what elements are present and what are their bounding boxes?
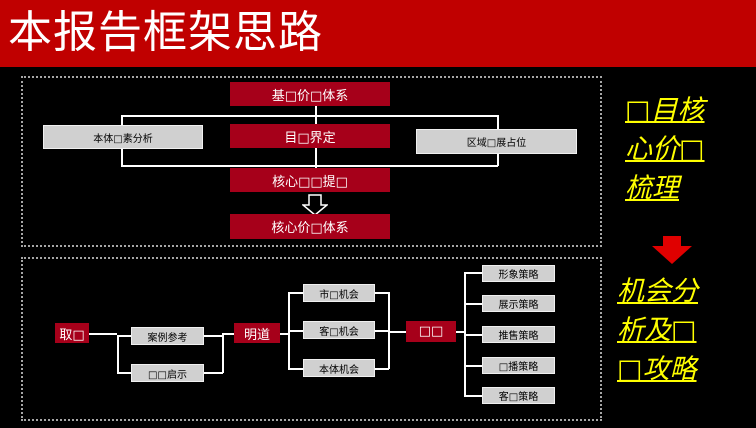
side-label-line: 梳理 bbox=[625, 173, 679, 204]
node-case-reference: 案例参考 bbox=[131, 327, 204, 345]
connector-line bbox=[121, 115, 123, 126]
node-core-extract: 核心□□提□ bbox=[230, 168, 390, 192]
red-down-arrow-icon bbox=[652, 236, 692, 264]
node-inspiration: □□启示 bbox=[131, 364, 204, 382]
connector-line bbox=[288, 292, 303, 294]
strategy-item: 客□策略 bbox=[482, 387, 555, 404]
node-target-definition: 目□界定 bbox=[230, 124, 390, 148]
connector-line bbox=[121, 149, 123, 166]
connector-line bbox=[464, 334, 482, 336]
top-panel bbox=[21, 76, 602, 247]
connector-line bbox=[117, 372, 131, 374]
connector-line bbox=[374, 292, 389, 294]
connector-line bbox=[121, 165, 498, 167]
connector-line bbox=[288, 368, 303, 370]
node-regional-position: 区域□展占位 bbox=[416, 129, 577, 154]
node-source: 取□ bbox=[55, 323, 89, 343]
strategy-item: 展示策略 bbox=[482, 295, 555, 312]
connector-line bbox=[203, 372, 223, 374]
connector-line bbox=[497, 154, 499, 166]
connector-line bbox=[464, 272, 482, 274]
side-label-line: □目核 bbox=[625, 95, 705, 126]
node-market-opportunity: 市□机会 bbox=[303, 284, 375, 302]
connector-line bbox=[374, 368, 389, 370]
bottom-panel bbox=[21, 257, 602, 421]
node-self-opportunity: 本体机会 bbox=[303, 359, 375, 377]
side-label-line: 心价□ bbox=[625, 134, 705, 165]
connector-line bbox=[121, 115, 498, 117]
connector-line bbox=[464, 303, 482, 305]
node-clarify: 明道 bbox=[234, 323, 280, 343]
strategy-item: □播策略 bbox=[482, 357, 555, 374]
connector-line bbox=[280, 333, 289, 335]
connector-line bbox=[117, 335, 131, 337]
side-label-line: 机会分 bbox=[617, 276, 698, 307]
strategy-item: 推售策略 bbox=[482, 326, 555, 343]
connector-line bbox=[203, 335, 223, 337]
connector-line bbox=[222, 335, 224, 373]
connector-line bbox=[374, 330, 389, 332]
node-core-value-system: 核心价□体系 bbox=[230, 214, 390, 239]
strategy-item: 形象策略 bbox=[482, 265, 555, 282]
connector-line bbox=[117, 335, 119, 373]
node-value-system: 基□价□体系 bbox=[230, 82, 390, 106]
connector-line bbox=[288, 330, 303, 332]
side-label-line: 析及□ bbox=[617, 315, 697, 346]
title-bar: 本报告框架思路 bbox=[0, 0, 756, 67]
connector-line bbox=[497, 115, 499, 129]
node-element-analysis: 本体□素分析 bbox=[43, 125, 203, 149]
node-strategy: □□ bbox=[406, 321, 456, 342]
connector-line bbox=[464, 395, 482, 397]
connector-line bbox=[388, 292, 390, 369]
connector-line bbox=[464, 365, 482, 367]
connector-line bbox=[456, 331, 465, 333]
node-customer-opportunity: 客□机会 bbox=[303, 321, 375, 339]
side-label-line: □攻略 bbox=[617, 354, 697, 385]
connector-line bbox=[89, 333, 117, 335]
connector-line bbox=[222, 333, 234, 335]
connector-line bbox=[388, 331, 406, 333]
down-arrow-icon bbox=[302, 194, 328, 216]
page-title: 本报告框架思路 bbox=[8, 7, 323, 58]
